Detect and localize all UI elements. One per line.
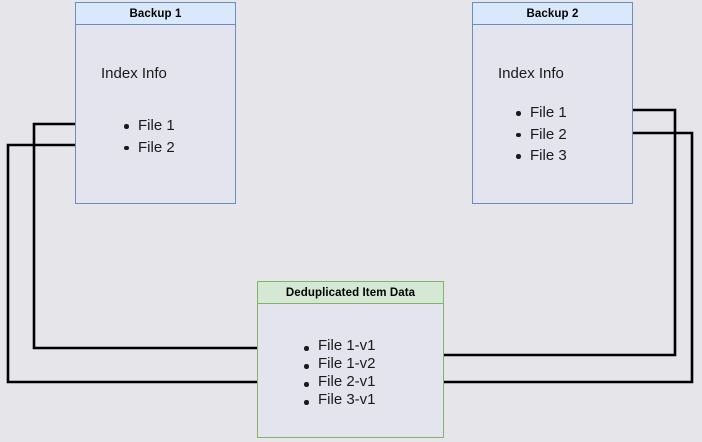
- node-backup-1-body: Index Info File 1 File 2: [76, 25, 235, 203]
- backup-1-index-info-label: Index Info: [101, 65, 167, 82]
- list-item: File 2: [123, 137, 175, 159]
- list-item: File 2: [515, 124, 567, 146]
- deduplicated-file-list: File 1-v1 File 1-v2 File 2-v1 File 3-v1: [303, 337, 376, 409]
- node-backup-1-header: Backup 1: [76, 3, 235, 25]
- list-item: File 1-v2: [303, 355, 376, 373]
- list-item: File 2-v1: [303, 373, 376, 391]
- node-deduplicated-item-data-header: Deduplicated Item Data: [258, 282, 443, 304]
- backup-1-file-list: File 1 File 2: [123, 115, 175, 158]
- list-item: File 1-v1: [303, 337, 376, 355]
- node-backup-2-header: Backup 2: [473, 3, 632, 25]
- backup-2-file-list: File 1 File 2 File 3: [515, 102, 567, 167]
- list-item: File 3-v1: [303, 391, 376, 409]
- node-deduplicated-item-data[interactable]: Deduplicated Item Data File 1-v1 File 1-…: [257, 281, 444, 438]
- node-backup-2[interactable]: Backup 2 Index Info File 1 File 2 File 3: [472, 2, 633, 204]
- node-backup-2-body: Index Info File 1 File 2 File 3: [473, 25, 632, 203]
- list-item: File 1: [123, 115, 175, 137]
- node-deduplicated-item-data-body: File 1-v1 File 1-v2 File 2-v1 File 3-v1: [258, 304, 443, 437]
- node-backup-1[interactable]: Backup 1 Index Info File 1 File 2: [75, 2, 236, 204]
- list-item: File 1: [515, 102, 567, 124]
- backup-2-index-info-label: Index Info: [498, 65, 564, 82]
- list-item: File 3: [515, 145, 567, 167]
